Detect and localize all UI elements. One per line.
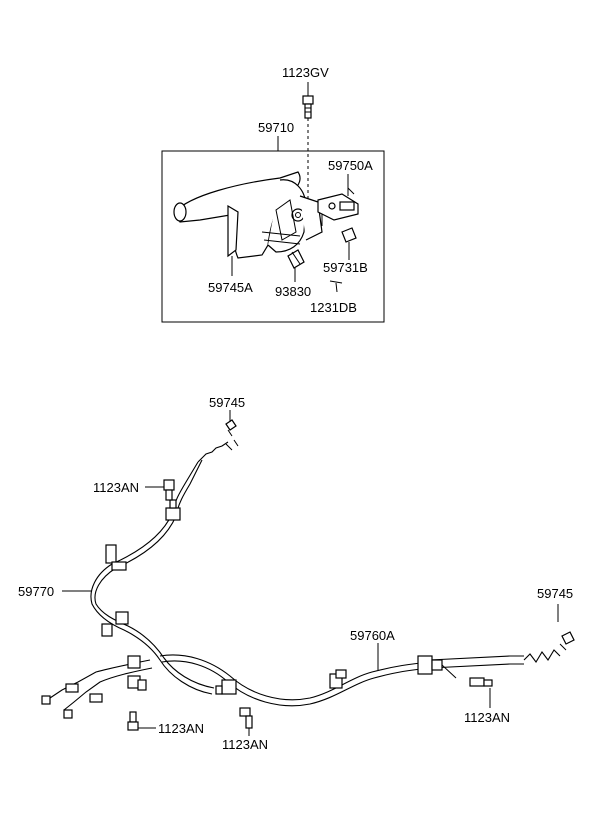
clamp-upper <box>165 499 181 521</box>
lever-assembly-group: 1123GV 59710 59745A 59750 <box>161 65 385 323</box>
bolt-1123an-lower-right <box>469 677 493 687</box>
label-93830: 93830 <box>275 284 311 299</box>
bolt-1123an-lower-left <box>127 711 139 731</box>
parking-brake-lever <box>173 171 323 259</box>
bolt-1123gv <box>302 95 314 119</box>
cable-59770 <box>90 461 213 695</box>
label-1231db: 1231DB <box>310 300 357 315</box>
label-1123an-upper: 1123AN <box>93 480 139 495</box>
cable-branch-2 <box>63 667 153 711</box>
bolt-1123an-lower-mid <box>239 707 253 729</box>
clamp-low <box>101 611 129 637</box>
clip-59731b <box>341 227 357 243</box>
cable-end-left-2 <box>63 693 103 719</box>
bracket-right <box>417 655 457 679</box>
bracket-59750a <box>317 187 359 226</box>
label-59745-right: 59745 <box>537 586 573 601</box>
label-59760a: 59760A <box>350 628 395 643</box>
clip-59745-right <box>559 631 575 651</box>
cable-assembly-group: 59745 59770 1123AN <box>18 395 575 752</box>
label-1123an-lower-mid: 1123AN <box>222 737 268 752</box>
label-59745a: 59745A <box>208 280 253 295</box>
clamp-right-1 <box>215 679 237 695</box>
screw-1231db <box>329 280 343 293</box>
cable-branch-1 <box>49 659 151 699</box>
clamp-mid <box>105 544 127 571</box>
cable-59760a <box>159 654 431 701</box>
bolt-1123an-upper <box>163 479 175 501</box>
label-59750a: 59750A <box>328 158 373 173</box>
label-1123gv: 1123GV <box>282 65 329 80</box>
clamp-branch <box>127 655 147 691</box>
cable-spring-upper <box>197 441 229 463</box>
cable-spring-right <box>523 649 561 663</box>
label-59745-upper: 59745 <box>209 395 245 410</box>
cable-end-left-1 <box>41 683 79 705</box>
label-1123an-lower-left: 1123AN <box>158 721 204 736</box>
label-59710: 59710 <box>258 120 294 135</box>
label-59731b: 59731B <box>323 260 368 275</box>
label-1123an-lower-right: 1123AN <box>464 710 510 725</box>
clamp-right-2 <box>329 669 347 689</box>
clip-59745-upper <box>225 419 237 437</box>
assembly-box <box>161 150 385 323</box>
label-59770: 59770 <box>18 584 54 599</box>
switch-93830 <box>287 249 305 269</box>
